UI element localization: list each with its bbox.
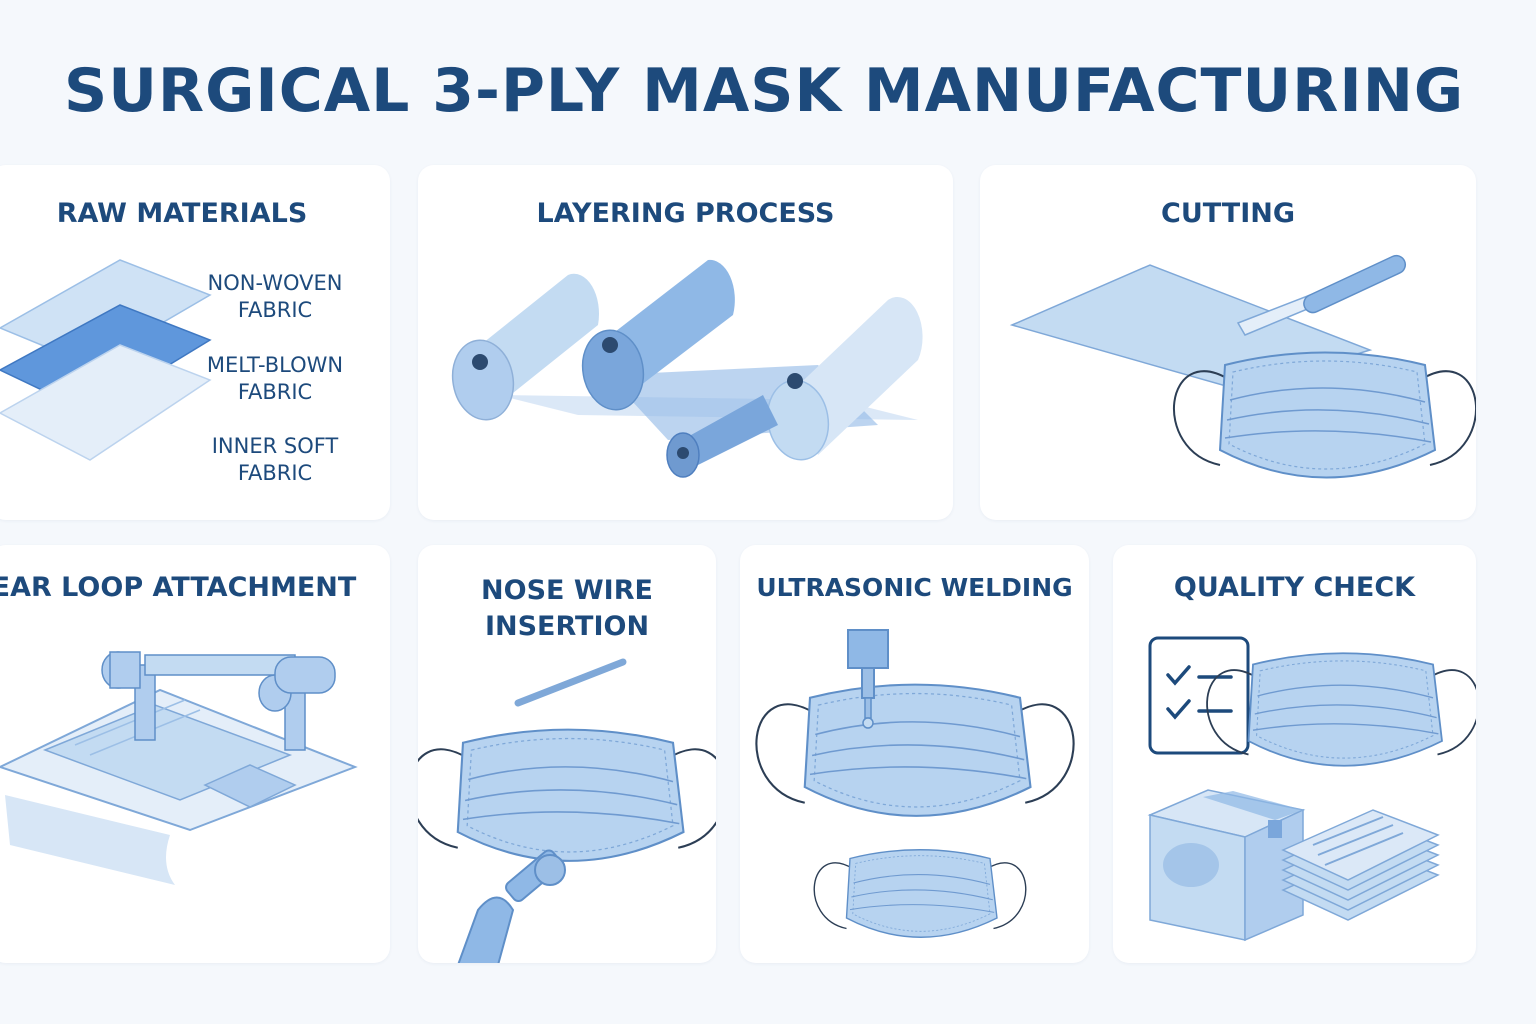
step-title-nose-wire: NOSE WIRE INSERTION <box>418 573 716 645</box>
welding-illustration <box>755 629 1075 938</box>
step-card-nose-wire: NOSE WIRE INSERTION <box>418 545 716 963</box>
title-line: NOSE WIRE <box>481 575 653 606</box>
cutting-illustration <box>1009 254 1476 479</box>
title-line: INSERTION <box>484 611 650 642</box>
step-card-layering: LAYERING PROCESS <box>418 165 953 520</box>
step-title-ear-loop: EAR LOOP ATTACHMENT <box>0 572 357 603</box>
label-inner-soft: INNER SOFT FABRIC <box>200 433 350 487</box>
page-title: SURGICAL 3-PLY MASK MANUFACTURING <box>64 56 1465 126</box>
fabric-layers-illustration <box>0 259 212 461</box>
label-line: MELT-BLOWN <box>206 353 344 377</box>
step-card-quality: QUALITY CHECK <box>1113 545 1476 963</box>
quality-check-illustration <box>1147 636 1476 942</box>
mask-icon <box>755 683 1075 817</box>
label-melt-blown: MELT-BLOWN FABRIC <box>200 352 350 406</box>
nose-wire-illustration <box>418 658 716 963</box>
step-card-raw-materials: RAW MATERIALS NON-WOVEN FABRIC MELT-BLOW… <box>0 165 390 520</box>
fabric-rolls-illustration <box>451 259 923 478</box>
label-line: INNER SOFT <box>211 434 339 458</box>
step-card-cutting: CUTTING <box>980 165 1476 520</box>
step-title-quality: QUALITY CHECK <box>1173 572 1416 603</box>
ear-loop-machine-illustration <box>0 651 358 885</box>
step-title-welding: ULTRASONIC WELDING <box>756 573 1073 602</box>
label-non-woven: NON-WOVEN FABRIC <box>200 270 350 324</box>
mask-stack <box>1281 809 1440 921</box>
step-title-layering: LAYERING PROCESS <box>536 198 835 229</box>
step-title-cutting: CUTTING <box>1161 198 1295 229</box>
label-line: FABRIC <box>237 298 313 322</box>
label-line: FABRIC <box>237 380 313 404</box>
step-card-welding: ULTRASONIC WELDING <box>740 545 1089 963</box>
mask-icon <box>418 728 716 862</box>
label-line: NON-WOVEN <box>207 271 343 295</box>
step-card-ear-loop: EAR LOOP ATTACHMENT <box>0 545 390 963</box>
label-line: FABRIC <box>237 461 313 485</box>
step-title-raw-materials: RAW MATERIALS <box>56 198 308 229</box>
mask-icon <box>813 849 1027 938</box>
